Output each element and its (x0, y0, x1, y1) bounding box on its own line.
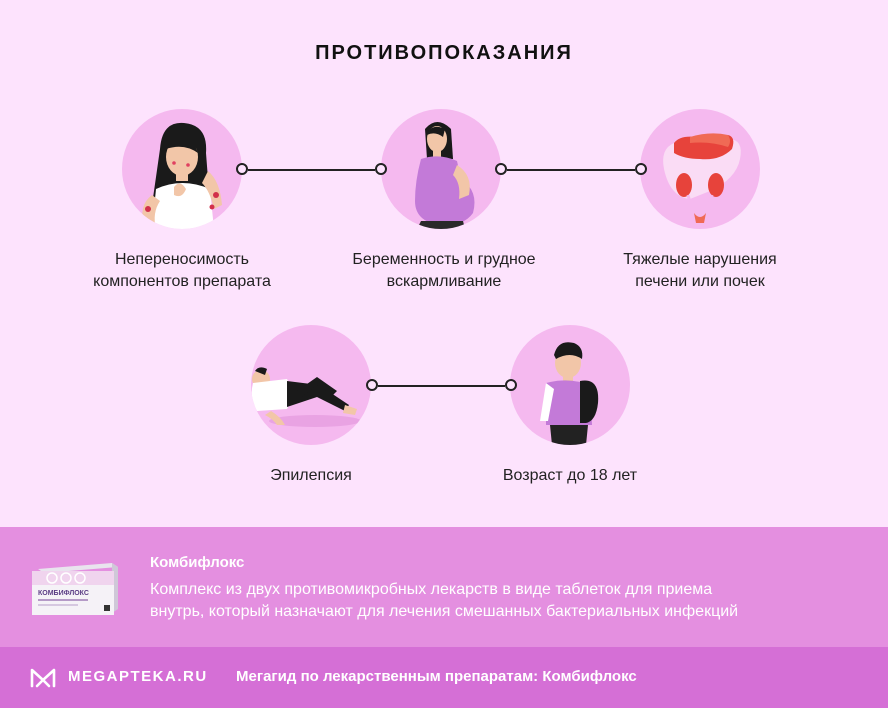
contraindication-label: Возраст до 18 лет (502, 467, 638, 484)
connector-line (248, 169, 375, 171)
product-box-label: КОМБИФЛОКС (38, 590, 89, 597)
megapteka-logo-icon (30, 666, 56, 688)
connector-dot (495, 163, 507, 175)
epilepsy-person-icon (251, 325, 371, 445)
liver-kidneys-icon (640, 109, 760, 229)
connector-line (378, 385, 505, 387)
connector-dot (236, 163, 248, 175)
product-info-band: КОМБИФЛОКС Комбифлокс Комплекс из двух п… (0, 527, 888, 647)
connector-dot (366, 379, 378, 391)
product-description: Комплекс из двух противомикробных лекарс… (150, 581, 739, 620)
connector-dot (635, 163, 647, 175)
brand-name[interactable]: MEGAPTEKA.RU (68, 668, 208, 685)
footer-band: MEGAPTEKA.RU Мегагид по лекарственным пр… (0, 647, 888, 708)
connector-dot (375, 163, 387, 175)
product-package-image: КОМБИФЛОКС (30, 557, 120, 617)
contraindication-label: Эпилепсия (270, 467, 352, 484)
teenager-icon (510, 325, 630, 445)
contraindications-panel: ПРОТИВОПОКАЗАНИЯ (93, 42, 777, 484)
footer-caption: Мегагид по лекарственным препаратам: Ком… (236, 668, 637, 685)
page-title: ПРОТИВОПОКАЗАНИЯ (315, 42, 573, 64)
connector-dot (505, 379, 517, 391)
product-name: Комбифлокс (150, 554, 245, 571)
connector-line (507, 169, 635, 171)
pregnant-woman-icon (381, 109, 501, 229)
allergy-woman-icon (122, 109, 242, 229)
